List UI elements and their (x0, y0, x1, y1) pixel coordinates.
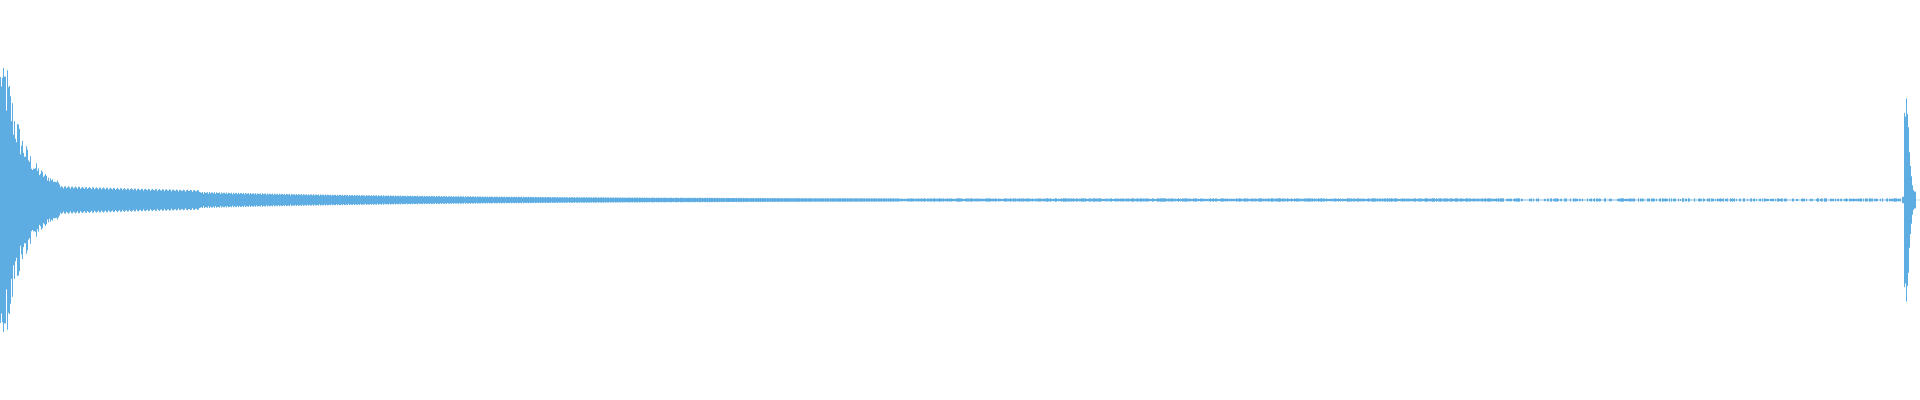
waveform-second-onset (1902, 98, 1916, 302)
waveform-body (0, 68, 1901, 332)
